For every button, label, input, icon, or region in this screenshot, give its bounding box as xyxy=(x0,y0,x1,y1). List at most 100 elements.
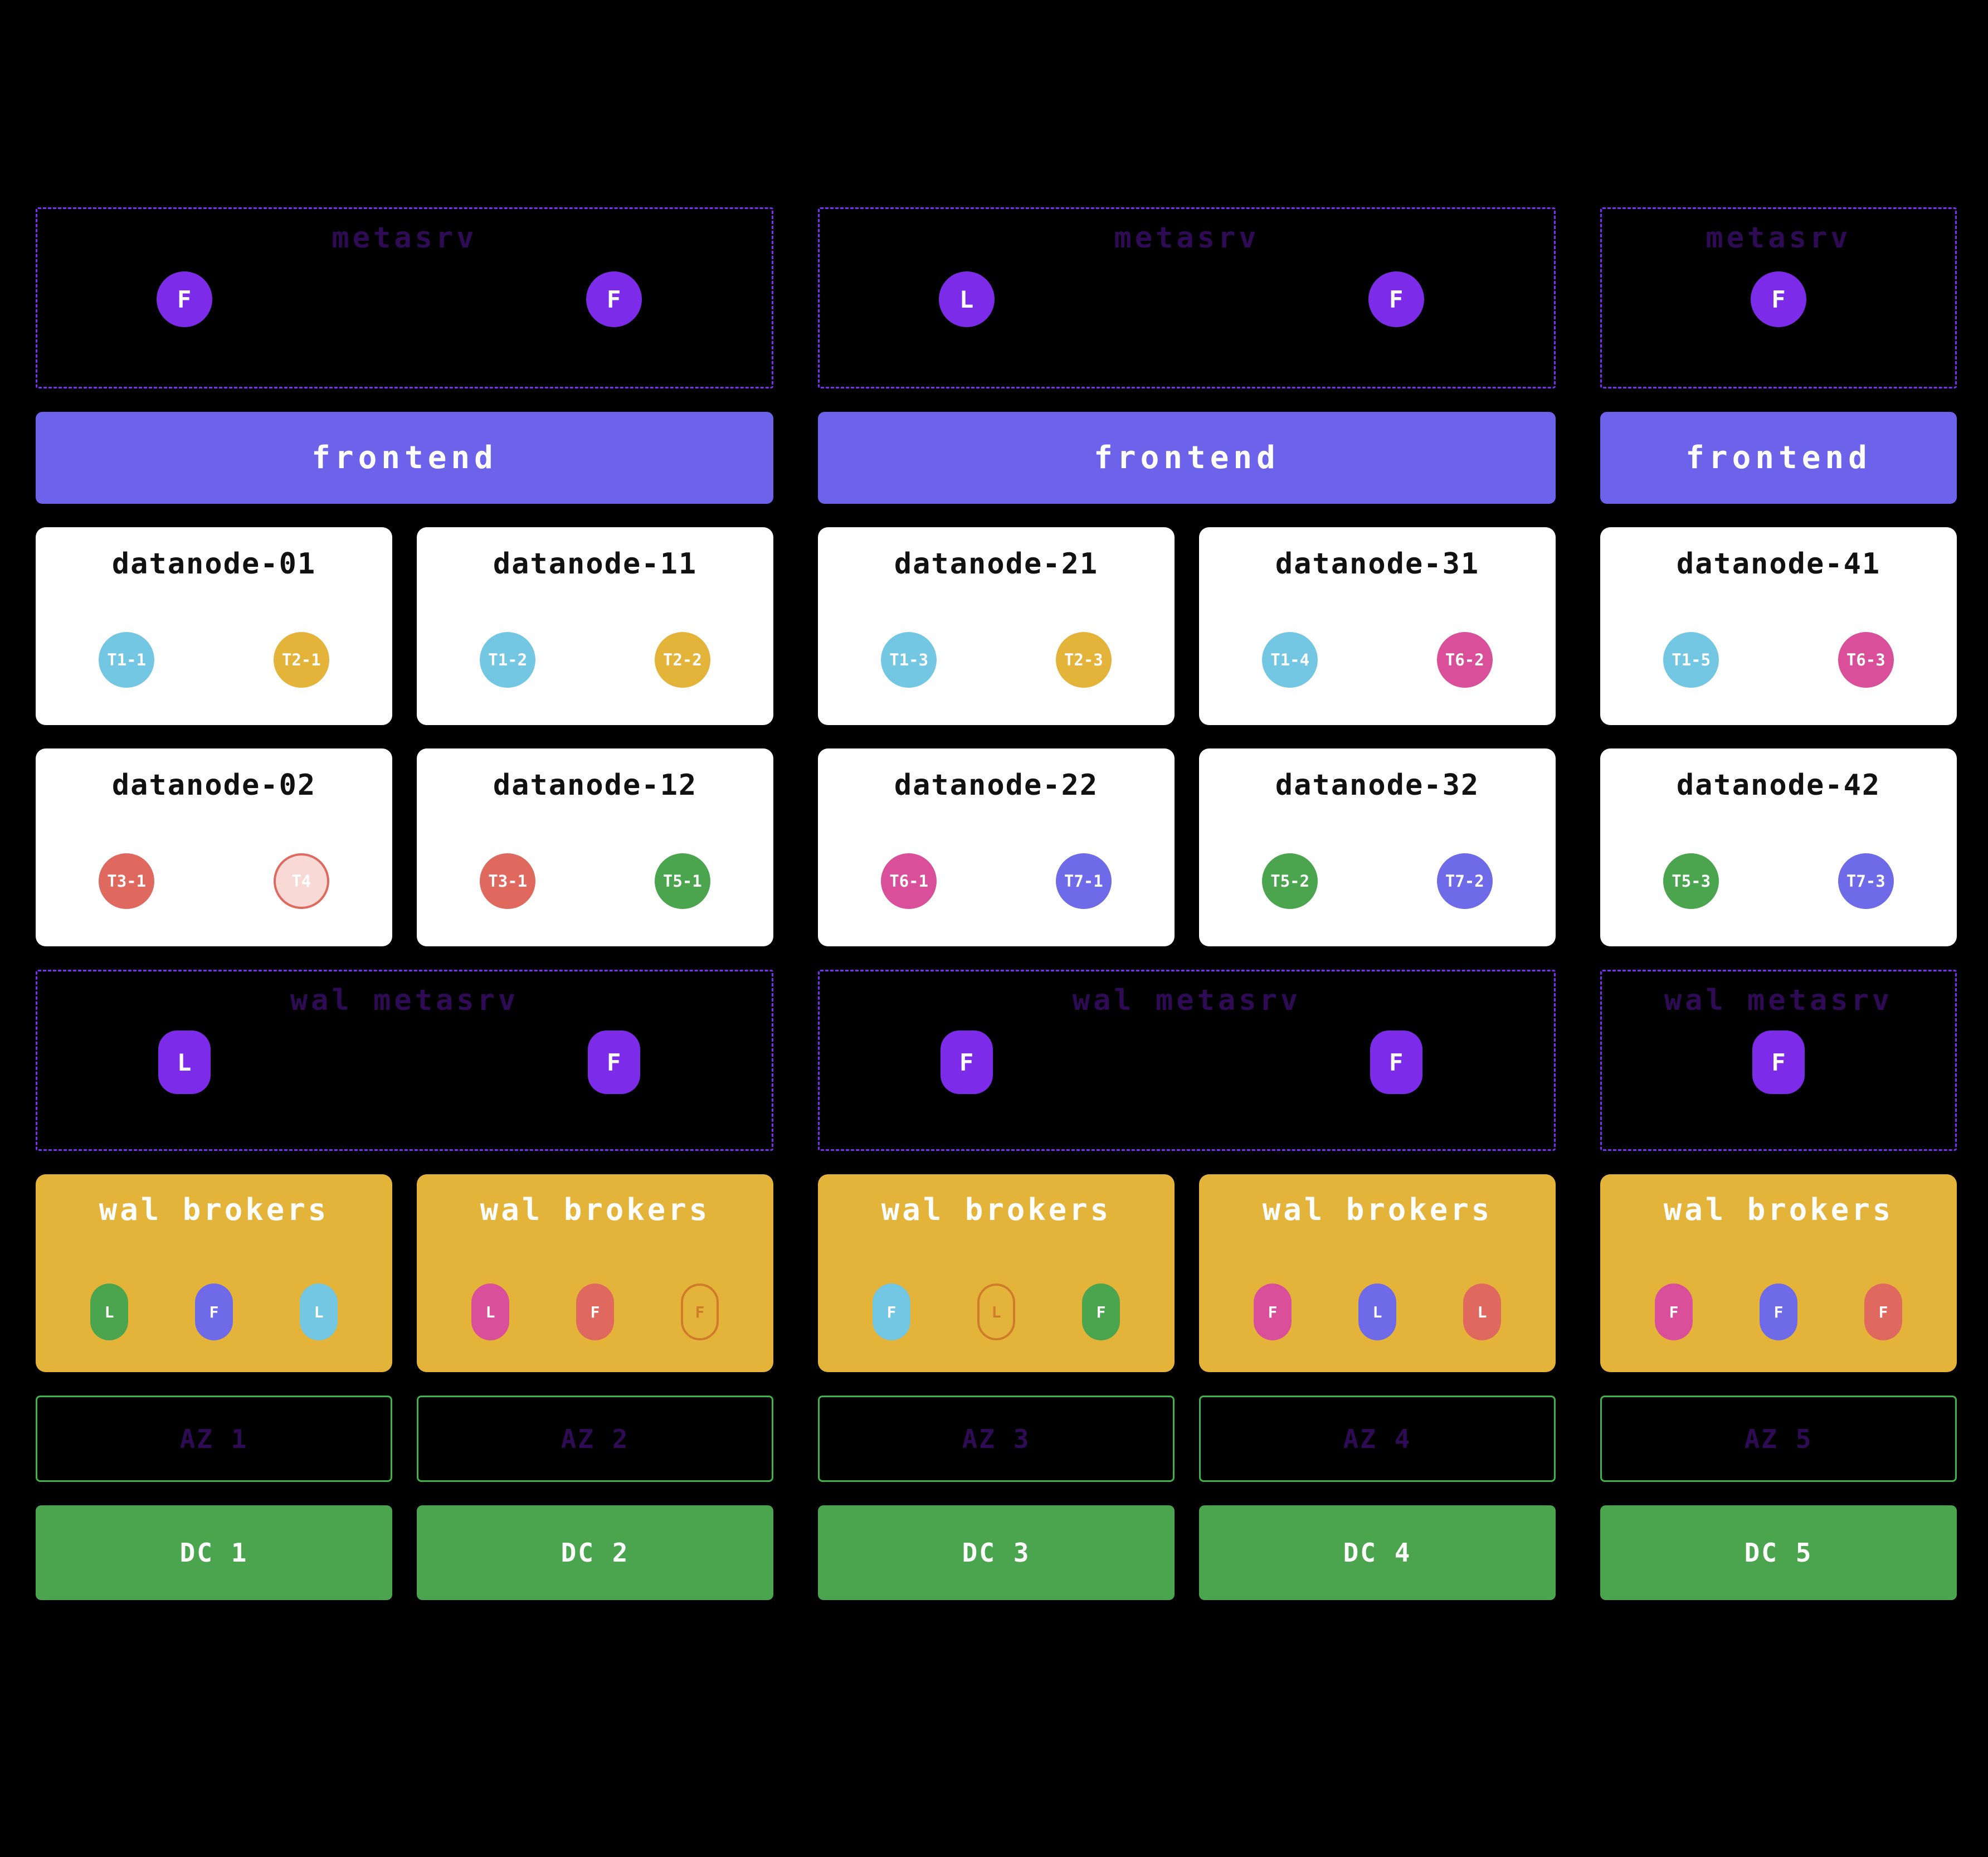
datanode-card: datanode-22 T6-1 T7-1 xyxy=(818,748,1175,946)
datanode-card: datanode-32 T5-2 T7-2 xyxy=(1199,748,1556,946)
metasrv-label: metasrv xyxy=(332,221,477,255)
dc-row: DC 1 DC 2 DC 3 DC 4 DC 5 xyxy=(36,1505,1957,1600)
dc-box: DC 5 xyxy=(1600,1505,1957,1600)
broker-partition-pill: F xyxy=(195,1284,233,1340)
datanode-title: datanode-21 xyxy=(894,547,1099,581)
datanode-title: datanode-42 xyxy=(1676,769,1881,802)
broker-pill-row: F L F xyxy=(818,1284,1175,1340)
broker-pill-row: F F F xyxy=(1600,1284,1957,1340)
wal-metasrv-node: F xyxy=(940,1030,993,1094)
datanode-card: datanode-02 T3-1 T4 xyxy=(36,748,392,946)
table-region-circle: T3-1 xyxy=(480,853,536,909)
metasrv-group-1: metasrv F F xyxy=(36,207,773,388)
broker-partition-pill: F xyxy=(681,1284,719,1340)
table-region-circle: T7-3 xyxy=(1838,853,1894,909)
broker-partition-pill: F xyxy=(576,1284,614,1340)
broker-partition-pill: L xyxy=(471,1284,509,1340)
frontend-bar-3: frontend xyxy=(1600,412,1957,504)
broker-partition-pill: L xyxy=(1463,1284,1501,1340)
az-row: AZ 1 AZ 2 AZ 3 AZ 4 AZ 5 xyxy=(36,1396,1957,1482)
datanode-card: datanode-31 T1-4 T6-2 xyxy=(1199,527,1556,725)
datanode-row-2: datanode-02 T3-1 T4 datanode-12 T3-1 T5-… xyxy=(36,748,1957,946)
dc-box: DC 1 xyxy=(36,1505,392,1600)
wal-metasrv-node: L xyxy=(158,1030,211,1094)
az-box: AZ 3 xyxy=(818,1396,1175,1482)
table-region-circle: T1-1 xyxy=(99,632,155,688)
wal-broker-title: wal brokers xyxy=(1262,1192,1493,1227)
datanode-title: datanode-12 xyxy=(493,769,698,802)
table-region-circle: T5-2 xyxy=(1262,853,1318,909)
metasrv-node: F xyxy=(1751,271,1806,327)
broker-partition-pill: L xyxy=(300,1284,338,1340)
table-region-circle: T2-1 xyxy=(273,632,329,688)
wal-metasrv-label: wal metasrv xyxy=(1072,984,1302,1017)
metasrv-label: metasrv xyxy=(1114,221,1260,255)
broker-partition-pill: F xyxy=(873,1284,910,1340)
wal-broker-card: wal brokers F L L xyxy=(1199,1174,1556,1372)
wal-metasrv-node: F xyxy=(1752,1030,1805,1094)
wal-brokers-row: wal brokers L F L wal brokers L F F wal … xyxy=(36,1174,1957,1372)
wal-metasrv-node: F xyxy=(1370,1030,1422,1094)
dc-box: DC 4 xyxy=(1199,1505,1556,1600)
wal-broker-card: wal brokers L F F xyxy=(417,1174,773,1372)
datanode-card: datanode-12 T3-1 T5-1 xyxy=(417,748,773,946)
wal-metasrv-label: wal metasrv xyxy=(1664,984,1893,1017)
table-region-circle: T1-4 xyxy=(1262,632,1318,688)
wal-broker-card: wal brokers L F L xyxy=(36,1174,392,1372)
table-region-circle: T6-2 xyxy=(1436,632,1493,688)
broker-partition-pill: F xyxy=(1760,1284,1797,1340)
table-region-circle: T1-2 xyxy=(480,632,536,688)
datanode-card: datanode-41 T1-5 T6-3 xyxy=(1600,527,1957,725)
broker-partition-pill: L xyxy=(977,1284,1015,1340)
broker-partition-pill: F xyxy=(1864,1284,1902,1340)
datanode-card: datanode-21 T1-3 T2-3 xyxy=(818,527,1175,725)
table-region-circle: T3-1 xyxy=(99,853,155,909)
datanode-card: datanode-42 T5-3 T7-3 xyxy=(1600,748,1957,946)
frontend-row: frontend frontend frontend xyxy=(36,412,1957,504)
wal-metasrv-row: wal metasrv L F wal metasrv F F wal meta… xyxy=(36,970,1957,1151)
az-box: AZ 4 xyxy=(1199,1396,1556,1482)
table-region-circle: T1-3 xyxy=(881,632,937,688)
table-region-circle: T4 xyxy=(273,853,329,909)
frontend-bar-1: frontend xyxy=(36,412,773,504)
metasrv-node: F xyxy=(156,271,212,327)
metasrv-node: F xyxy=(586,271,642,327)
wal-broker-title: wal brokers xyxy=(99,1192,329,1227)
dc-box: DC 3 xyxy=(818,1505,1175,1600)
wal-broker-title: wal brokers xyxy=(1663,1192,1894,1227)
broker-pill-row: L F L xyxy=(36,1284,392,1340)
table-region-circle: T5-1 xyxy=(654,853,710,909)
datanode-title: datanode-32 xyxy=(1275,769,1480,802)
metasrv-row: metasrv F F metasrv L F metasrv F xyxy=(36,207,1957,388)
table-region-circle: T1-5 xyxy=(1663,632,1719,688)
architecture-diagram: metasrv F F metasrv L F metasrv F fronte… xyxy=(36,207,1957,1600)
broker-pill-row: F L L xyxy=(1199,1284,1556,1340)
table-region-circle: T5-3 xyxy=(1663,853,1719,909)
metasrv-label: metasrv xyxy=(1706,221,1851,255)
az-box: AZ 2 xyxy=(417,1396,773,1482)
broker-partition-pill: F xyxy=(1655,1284,1693,1340)
table-region-circle: T2-3 xyxy=(1055,632,1112,688)
wal-broker-card: wal brokers F F F xyxy=(1600,1174,1957,1372)
metasrv-group-3: metasrv F xyxy=(1600,207,1957,388)
frontend-bar-2: frontend xyxy=(818,412,1556,504)
wal-metasrv-group-2: wal metasrv F F xyxy=(818,970,1556,1151)
broker-partition-pill: F xyxy=(1254,1284,1292,1340)
metasrv-node: L xyxy=(938,271,995,327)
broker-partition-pill: L xyxy=(90,1284,128,1340)
table-region-circle: T6-3 xyxy=(1838,632,1894,688)
metasrv-node: F xyxy=(1368,271,1424,327)
az-box: AZ 5 xyxy=(1600,1396,1957,1482)
table-region-circle: T7-1 xyxy=(1055,853,1112,909)
az-box: AZ 1 xyxy=(36,1396,392,1482)
metasrv-group-2: metasrv L F xyxy=(818,207,1556,388)
datanode-title: datanode-22 xyxy=(894,769,1099,802)
datanode-card: datanode-01 T1-1 T2-1 xyxy=(36,527,392,725)
broker-pill-row: L F F xyxy=(417,1284,773,1340)
datanode-title: datanode-31 xyxy=(1275,547,1480,581)
datanode-row-1: datanode-01 T1-1 T2-1 datanode-11 T1-2 T… xyxy=(36,527,1957,725)
table-region-circle: T7-2 xyxy=(1436,853,1493,909)
wal-metasrv-group-3: wal metasrv F xyxy=(1600,970,1957,1151)
wal-broker-card: wal brokers F L F xyxy=(818,1174,1175,1372)
table-region-circle: T2-2 xyxy=(654,632,710,688)
